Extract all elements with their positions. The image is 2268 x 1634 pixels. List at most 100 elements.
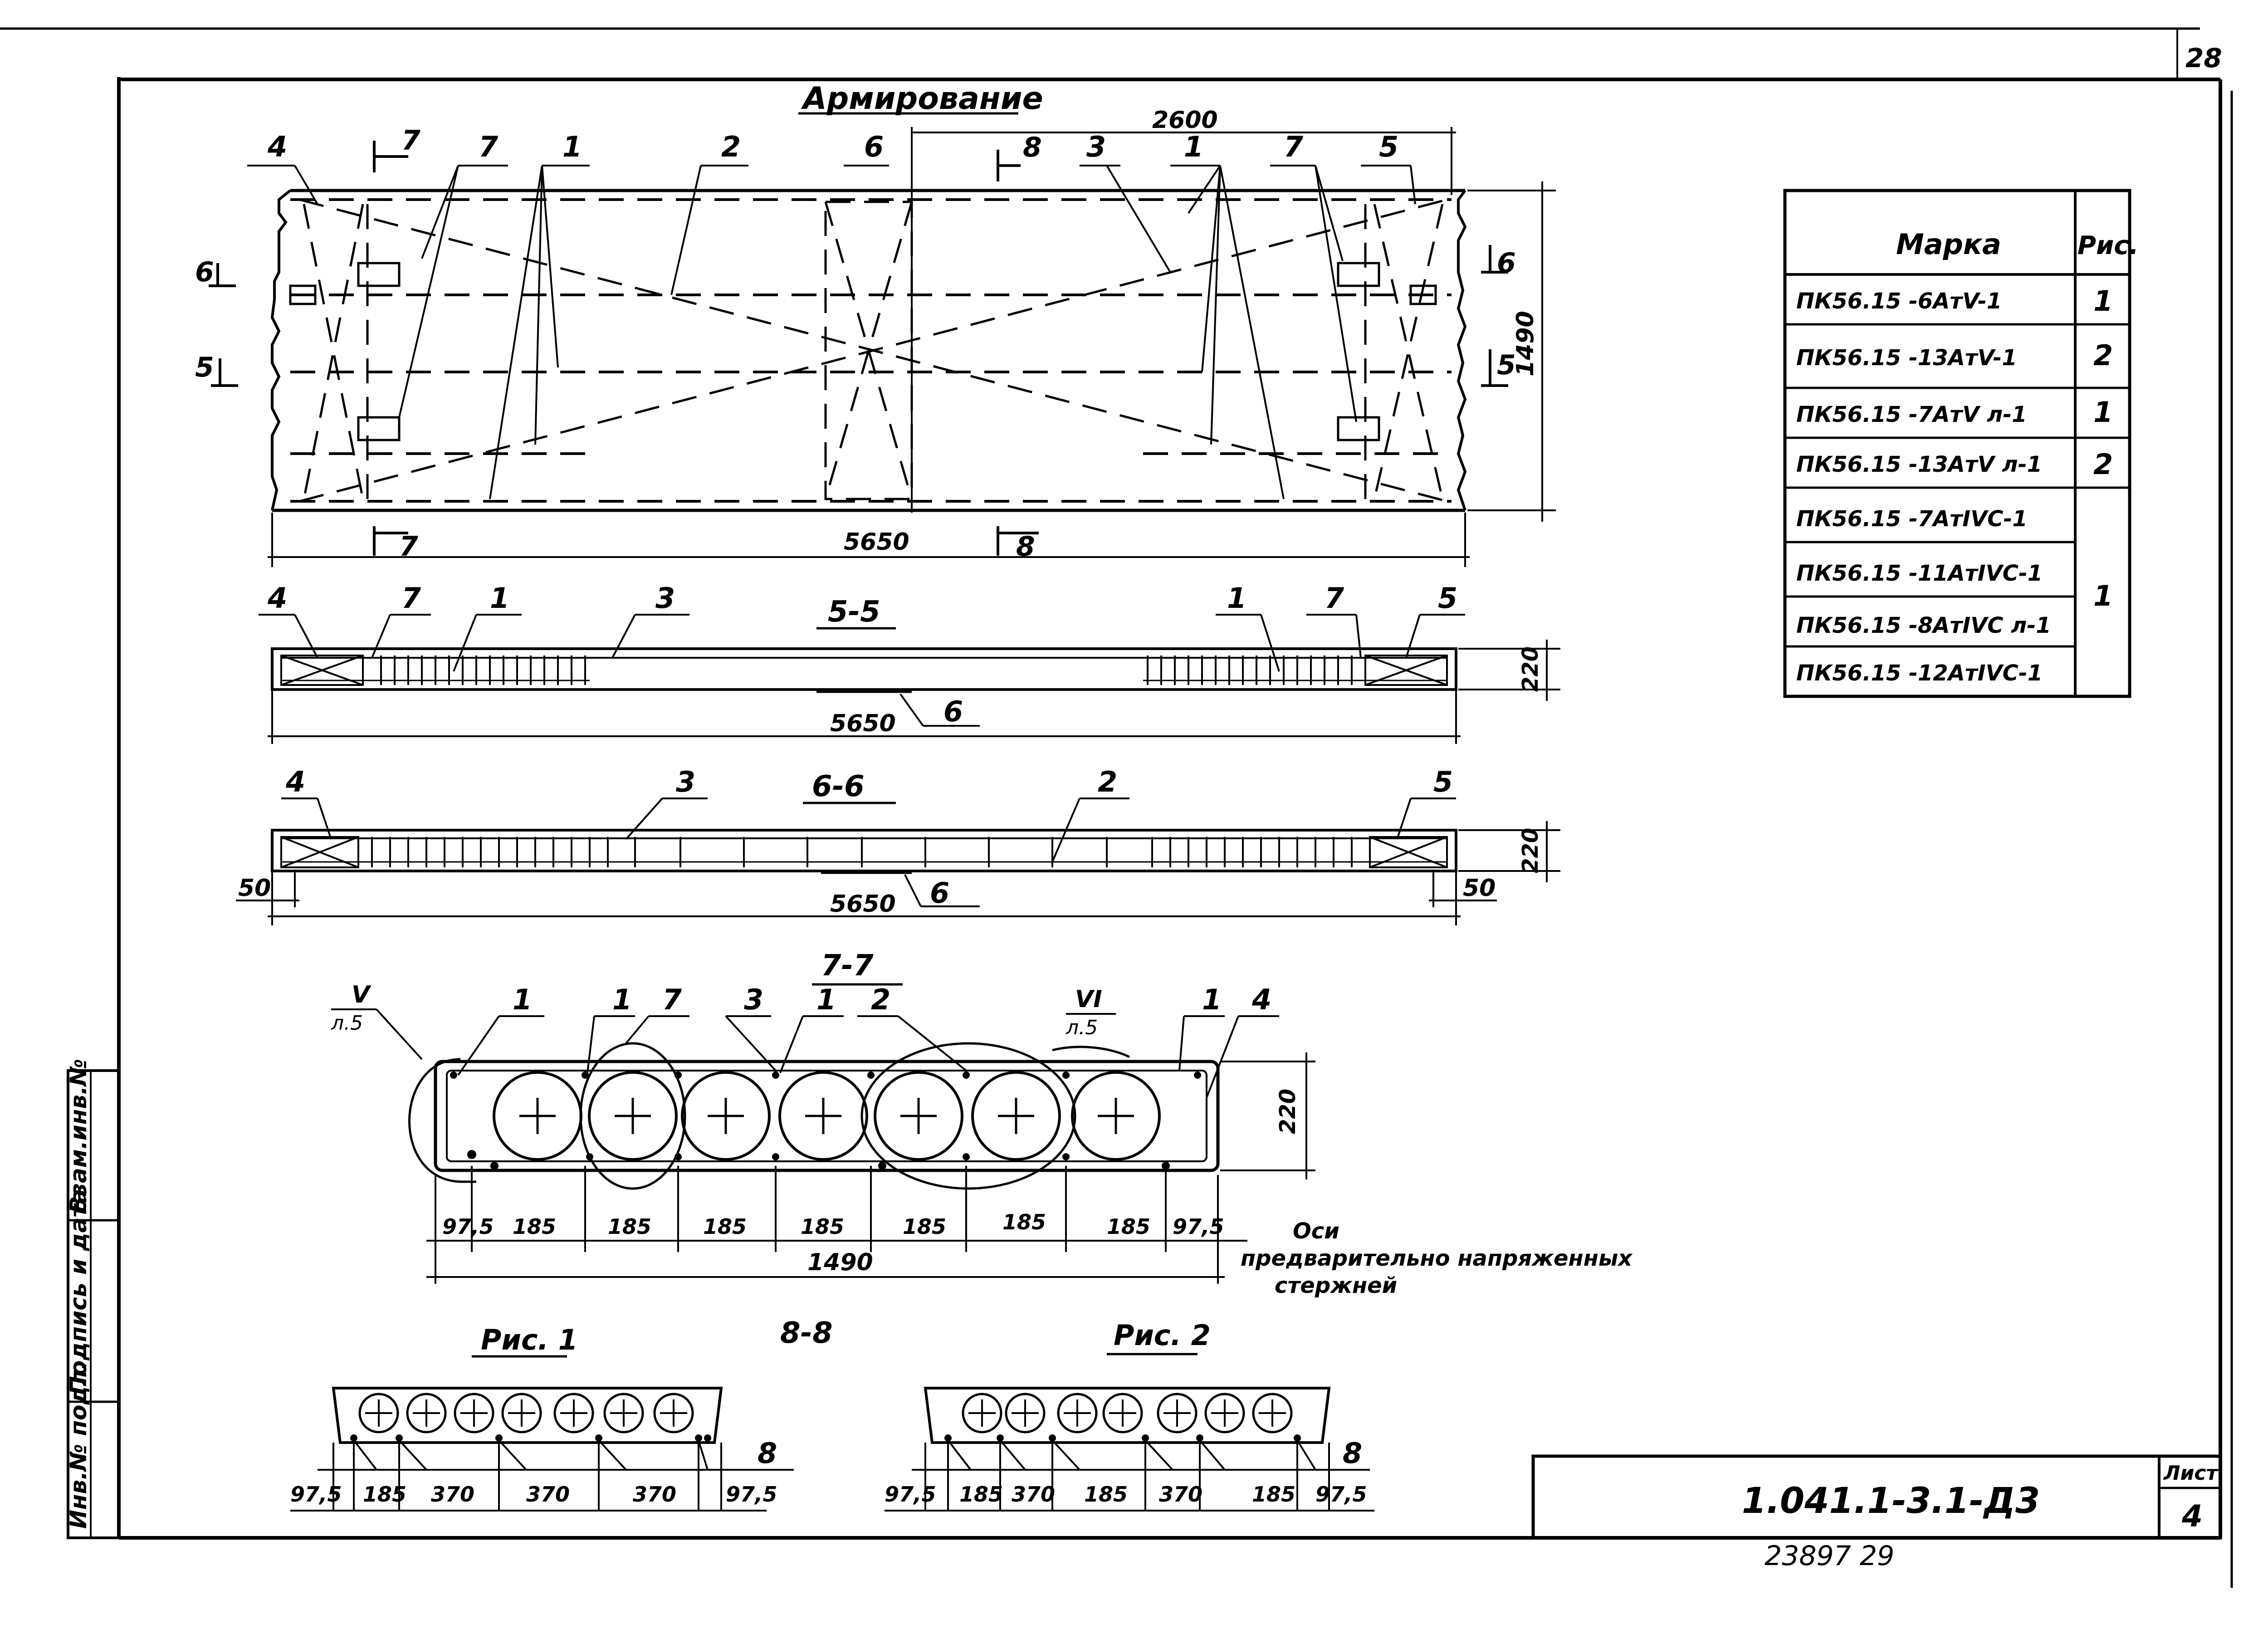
section-6-6-title: 6-6 xyxy=(812,770,865,803)
s77-dim-185-3: 185 xyxy=(703,1214,747,1239)
callout-4: 4 xyxy=(267,130,287,163)
axes-note-line3: стержней xyxy=(1275,1273,1397,1298)
s66-dim-50-left: 50 xyxy=(238,875,271,902)
archive-number: 23897 29 xyxy=(1765,1540,1894,1572)
s77-dim-185-7: 185 xyxy=(1107,1214,1150,1239)
plan-title: Армирование xyxy=(801,81,1043,117)
title-block: 1.041.1-3.1-Д3 Лист 4 xyxy=(1531,1454,2222,1540)
node-v-num: V xyxy=(352,981,371,1008)
s55-dim-5650: 5650 xyxy=(830,710,896,737)
fig-2: Рис. 2 xyxy=(885,1319,1374,1512)
section-6-6: 6-6 xyxy=(236,765,1560,925)
callout-1b: 1 xyxy=(1184,130,1203,163)
table-header-mark: Марка xyxy=(1896,228,2001,261)
s55-callout-6: 6 xyxy=(943,695,963,728)
table-row-3-fig: 1 xyxy=(2093,396,2113,429)
fig2-dim-975-left: 97,5 xyxy=(885,1482,936,1507)
callout-7b: 7 xyxy=(1284,130,1304,163)
s77-dim-975-left: 97,5 xyxy=(442,1214,494,1239)
fig1-dim-185: 185 xyxy=(363,1482,406,1507)
table-row-1-mark: ПК56.15 -6АтV-1 xyxy=(1796,289,2002,314)
s77-dim-1490: 1490 xyxy=(807,1249,873,1276)
section-mark-7-bottom: 7 xyxy=(399,531,418,563)
table-row-4-mark: ПК56.15 -13АтV л-1 xyxy=(1796,452,2042,477)
dim-1490: 1490 xyxy=(1512,311,1539,377)
callout-1a: 1 xyxy=(562,130,582,163)
s77-dim-185-1: 185 xyxy=(513,1214,556,1239)
stamp-vzam-inv: Взам.инв.№ xyxy=(65,1059,92,1213)
s77-callout-1a: 1 xyxy=(513,983,532,1016)
section-mark-7-top: 7 xyxy=(401,125,420,157)
s77-callout-2: 2 xyxy=(871,983,890,1016)
s55-callout-7b: 7 xyxy=(1325,582,1344,615)
callout-2: 2 xyxy=(721,130,741,163)
s55-callout-7: 7 xyxy=(401,582,421,615)
side-stamp: Инв.№ подл. Подпись и дата Взам.инв.№ xyxy=(65,1059,120,1539)
fig1-dim-975-left: 97,5 xyxy=(290,1482,342,1507)
rebar-dots xyxy=(450,1071,1201,1170)
s55-callout-5: 5 xyxy=(1438,582,1457,615)
sheet-label: Лист xyxy=(2163,1462,2219,1485)
s55-callout-4: 4 xyxy=(267,582,287,615)
s77-callout-4: 4 xyxy=(1251,983,1271,1016)
void-circles xyxy=(493,1071,1161,1161)
s66-callout-2: 2 xyxy=(1098,765,1117,798)
s77-dim-185-2: 185 xyxy=(608,1214,651,1239)
s66-dim-50-right: 50 xyxy=(1463,875,1496,902)
section-mark-5-right: 5 xyxy=(1497,349,1516,381)
stamp-inv-podl: Инв.№ подл. xyxy=(65,1361,92,1529)
section-mark-6-left: 6 xyxy=(195,256,214,288)
fig-1: Рис. 1 xyxy=(290,1323,794,1512)
s77-dim-185-5: 185 xyxy=(903,1214,946,1239)
fig1-dim-370-3: 370 xyxy=(633,1482,676,1507)
marks-table: Марка Рис. ПК56.15 -6АтV-1 1 ПК56.15 -13… xyxy=(1783,189,2139,698)
fig1-dim-975-right: 97,5 xyxy=(726,1482,777,1507)
s66-callout-3: 3 xyxy=(676,765,695,798)
fig1-circles xyxy=(358,1393,694,1433)
table-row-4-fig: 2 xyxy=(2093,448,2113,481)
callout-3: 3 xyxy=(1086,130,1106,163)
section-5-5: 5-5 xyxy=(259,582,1560,744)
section-7-7-title: 7-7 xyxy=(821,949,874,983)
section-7-7: 7-7 xyxy=(331,949,1633,1298)
stirrups-right xyxy=(1147,656,1353,685)
dim-5650: 5650 xyxy=(844,528,909,556)
s77-callout-7: 7 xyxy=(662,983,682,1016)
table-row-7-mark: ПК56.15 -8АтIVС л-1 xyxy=(1796,613,2051,638)
s55-callout-1a: 1 xyxy=(490,582,509,615)
node-vi-num: VI xyxy=(1075,986,1102,1013)
s77-dim-220: 220 xyxy=(1275,1089,1300,1134)
s55-callout-3: 3 xyxy=(655,582,675,615)
table-row-6-mark: ПК56.15 -11АтIVС-1 xyxy=(1796,561,2043,586)
fig2-title: Рис. 2 xyxy=(1114,1319,1211,1352)
table-header-fig: Рис. xyxy=(2077,231,2139,260)
table-row-8-mark: ПК56.15 -12АтIVС-1 xyxy=(1796,660,2043,686)
section-5-5-title: 5-5 xyxy=(828,595,880,629)
s66-callout-4: 4 xyxy=(285,765,305,798)
fig2-dim-185-1: 185 xyxy=(959,1482,1003,1507)
fig2-circles xyxy=(962,1393,1293,1433)
fig2-dim-185-3: 185 xyxy=(1252,1482,1295,1507)
sheet-value: 4 xyxy=(2181,1499,2203,1534)
s66-stirrups xyxy=(371,837,1353,867)
stirrups-left xyxy=(380,656,586,685)
fig2-dim-975-right: 97,5 xyxy=(1315,1482,1367,1507)
dim-2600: 2600 xyxy=(1152,107,1218,134)
fig2-dim-370-2: 370 xyxy=(1159,1482,1202,1507)
s55-callout-1b: 1 xyxy=(1227,582,1246,615)
node-v-sheet: л.5 xyxy=(331,1012,363,1035)
fig2-dim-185-2: 185 xyxy=(1084,1482,1128,1507)
fig1-callout-8: 8 xyxy=(758,1437,777,1470)
s77-callout-3: 3 xyxy=(744,983,763,1016)
section-mark-8-bottom: 8 xyxy=(1016,531,1035,563)
table-row-1-fig: 1 xyxy=(2093,284,2113,318)
section-mark-6-right: 6 xyxy=(1497,247,1516,279)
s66-callout-5: 5 xyxy=(1433,765,1453,798)
s77-dim-185-6: 185 xyxy=(1002,1210,1046,1234)
plan-view: Армирование 2600 xyxy=(195,81,1556,567)
fig1-dim-370-1: 370 xyxy=(431,1482,474,1507)
node-vi-sheet: л.5 xyxy=(1066,1016,1098,1039)
fig2-dim-370-1: 370 xyxy=(1012,1482,1055,1507)
document-code: 1.041.1-3.1-Д3 xyxy=(1742,1481,2040,1521)
s77-callout-1b: 1 xyxy=(612,983,632,1016)
